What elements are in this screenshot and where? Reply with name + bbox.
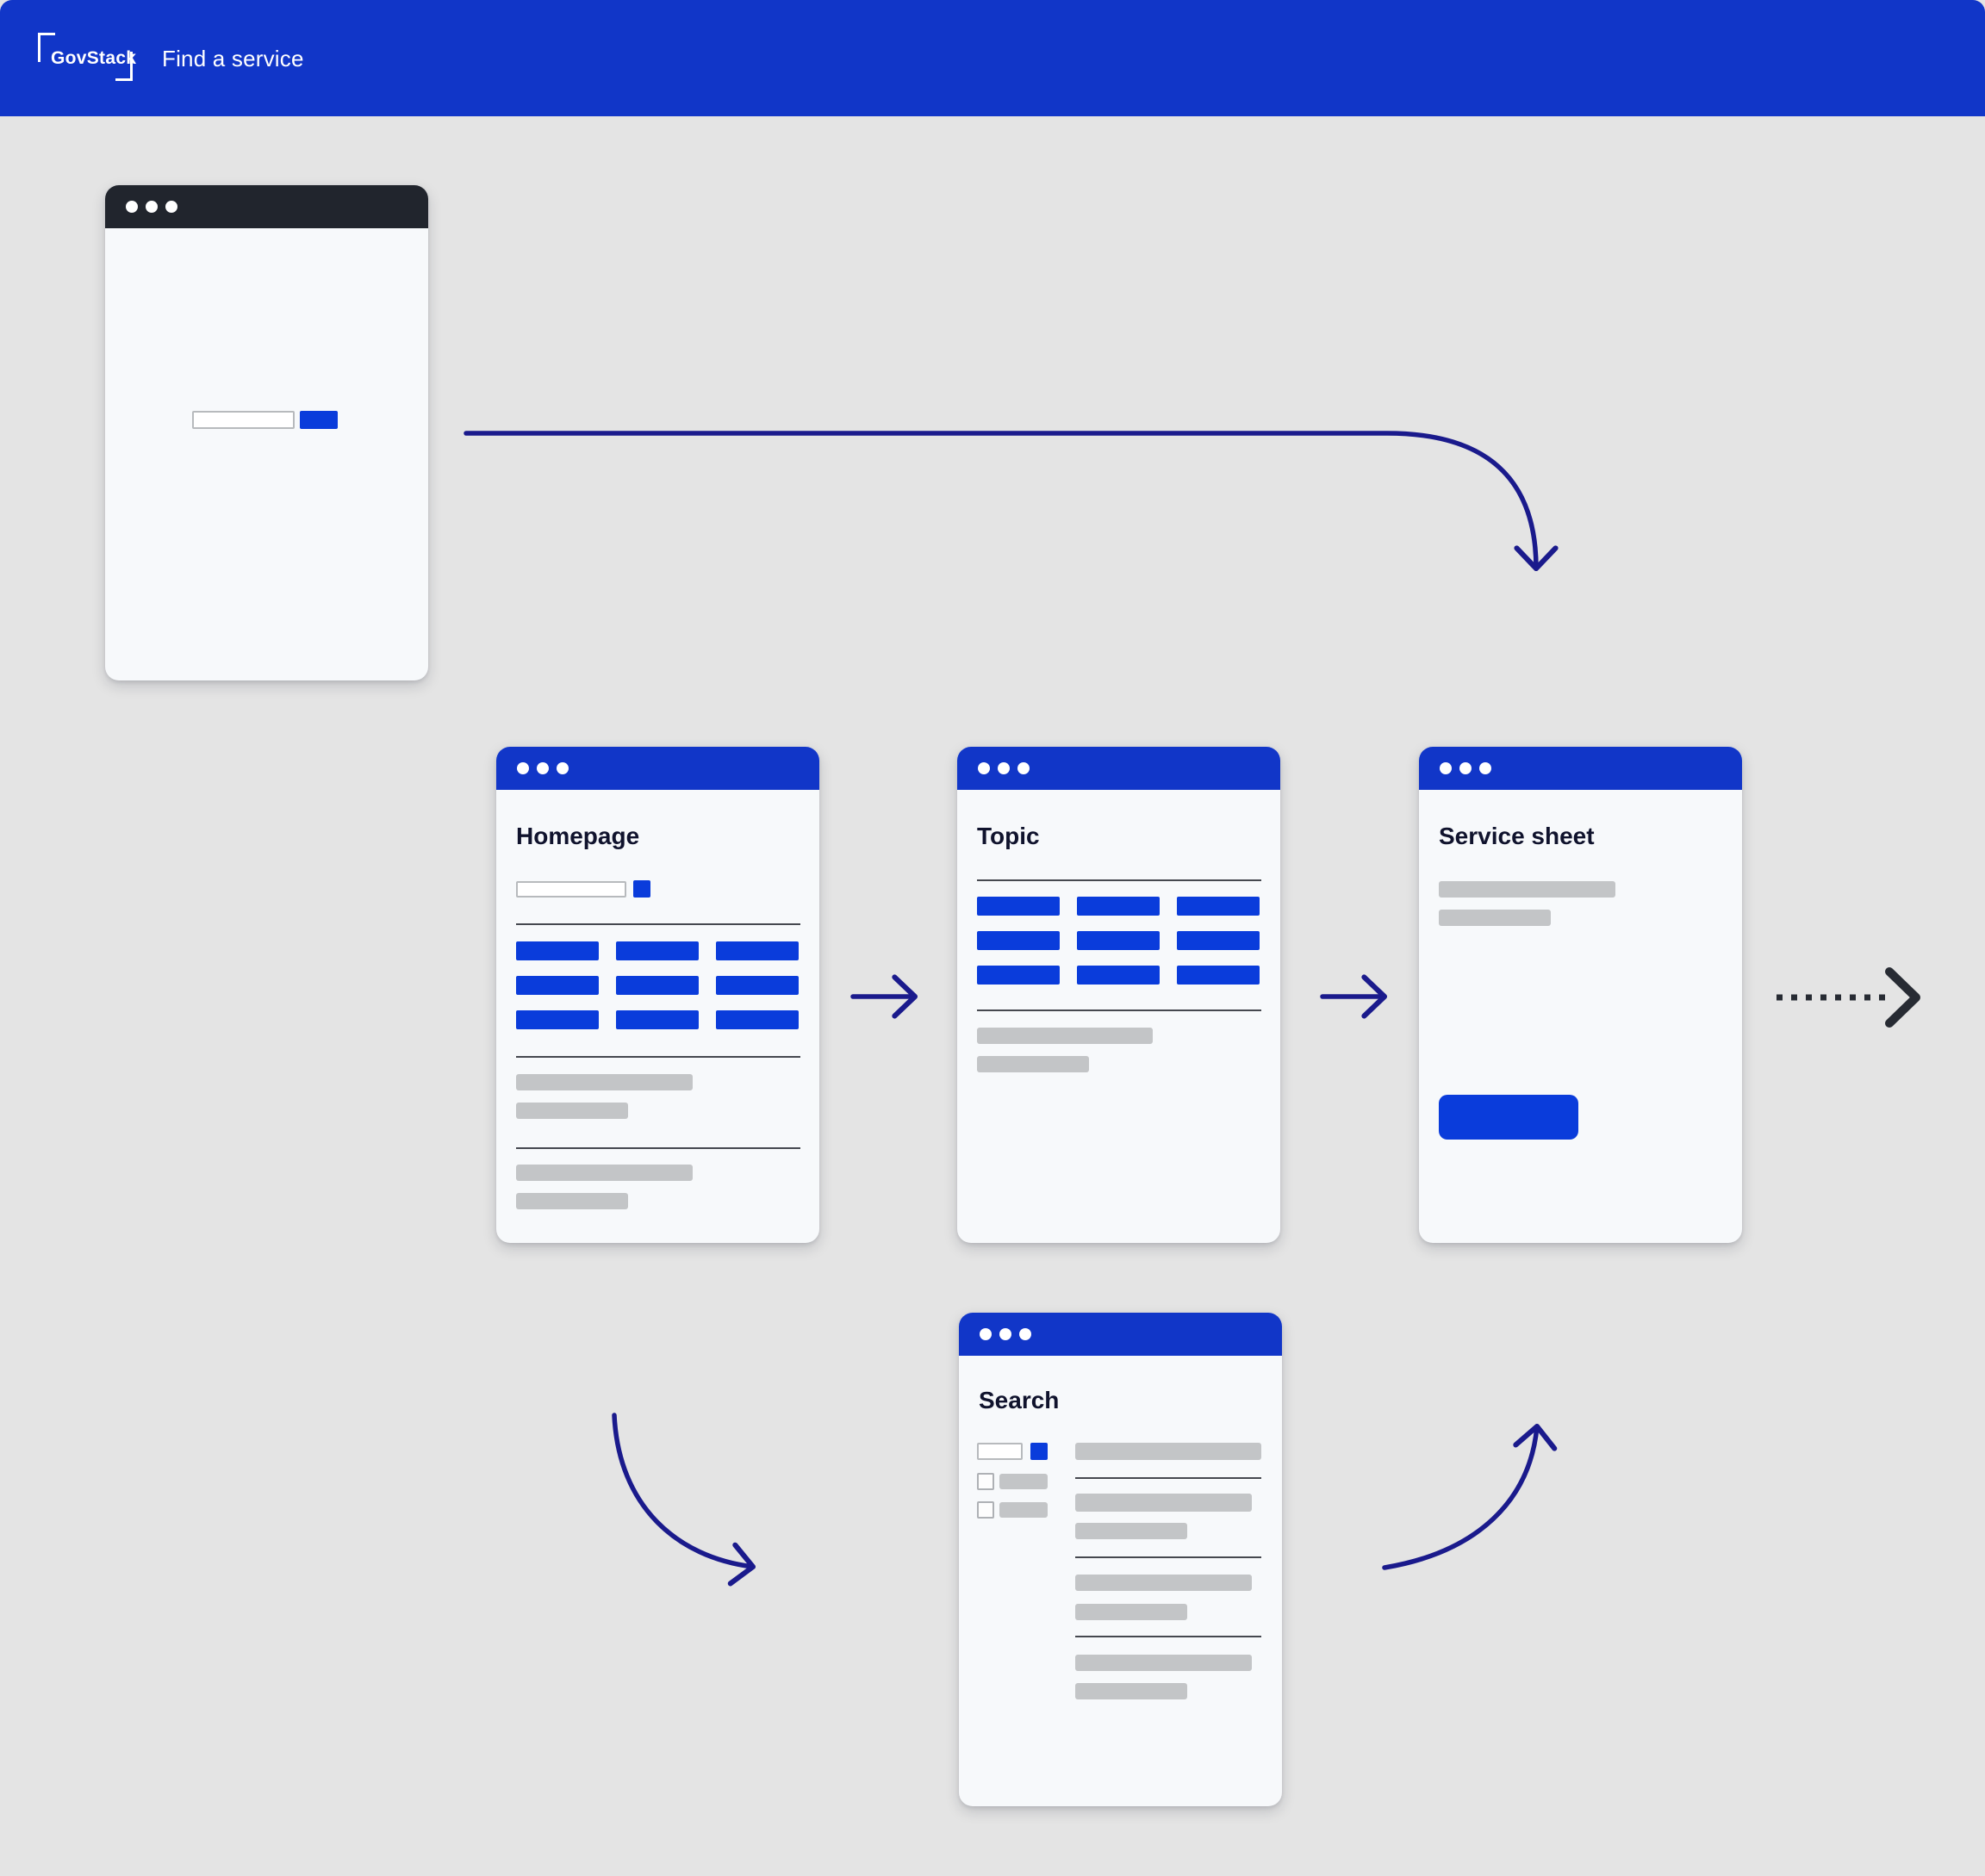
service-sheet-window: Service sheet [1419,747,1742,1243]
result-text-placeholder [1075,1604,1187,1620]
nav-tile [616,1010,699,1029]
nav-tile [977,931,1060,950]
dotted-arrow-head-icon [1885,967,1920,1028]
window-dot-icon [537,762,549,774]
window-dot-icon [557,762,569,774]
nav-tile [716,941,799,960]
result-text-placeholder [1075,1683,1187,1699]
window-title: Homepage [516,823,640,849]
nav-tile [516,976,599,995]
nav-tile-grid [516,941,799,1029]
start-window [105,185,428,680]
logo-bracket-bottom-right [115,52,133,81]
window-dot-icon [998,762,1010,774]
result-text-placeholder [1075,1523,1187,1539]
window-header [496,747,819,790]
window-header [1419,747,1742,790]
placeholder-text-bar [516,1074,693,1090]
window-dot-icon [999,1328,1011,1340]
window-dot-icon [1019,1328,1031,1340]
logo-text: GovStack [51,48,137,68]
nav-tile [1177,931,1260,950]
window-dot-icon [146,201,158,213]
arrow-search-to-service-sheet [1382,1423,1558,1570]
result-text-placeholder [1075,1655,1252,1671]
filter-label-placeholder [999,1502,1048,1518]
result-text-placeholder [1075,1575,1252,1591]
search-input-placeholder [192,411,295,429]
nav-tile-grid [977,897,1260,985]
arrow-start-to-service-sheet [464,431,1559,572]
result-heading-placeholder [1075,1443,1261,1460]
nav-tile [1077,966,1160,985]
placeholder-text-bar [977,1028,1153,1044]
nav-tile [1177,897,1260,916]
nav-tile [716,1010,799,1029]
nav-tile [977,897,1060,916]
divider [1075,1477,1261,1479]
window-header [105,185,428,228]
window-dot-icon [1440,762,1452,774]
nav-tile [516,1010,599,1029]
search-input-placeholder [516,881,626,898]
nav-tile [1077,931,1160,950]
divider [516,1147,800,1149]
app-header: GovStack Find a service [0,0,1985,116]
window-dot-icon [165,201,177,213]
govstack-logo: GovStack [38,33,137,81]
window-dot-icon [978,762,990,774]
divider [516,1056,800,1058]
divider [1075,1556,1261,1558]
topic-window: Topic [957,747,1280,1243]
window-dot-icon [517,762,529,774]
window-header [957,747,1280,790]
divider [516,923,800,925]
window-dot-icon [1479,762,1491,774]
divider [977,879,1261,881]
nav-tile [1077,897,1160,916]
nav-tile [977,966,1060,985]
divider [1075,1636,1261,1637]
placeholder-text-bar [977,1056,1089,1072]
window-dot-icon [1459,762,1472,774]
placeholder-text-bar [516,1193,628,1209]
cta-button-placeholder [1439,1095,1578,1140]
search-button-placeholder [300,411,338,429]
nav-tile [616,941,699,960]
nav-tile [516,941,599,960]
window-header [959,1313,1282,1356]
divider [977,1009,1261,1011]
filter-label-placeholder [999,1474,1048,1489]
placeholder-text-bar [1439,881,1615,898]
nav-tile [716,976,799,995]
result-text-placeholder [1075,1494,1252,1512]
window-dot-icon [980,1328,992,1340]
placeholder-text-bar [1439,910,1551,926]
search-button-placeholder [633,880,650,898]
placeholder-text-bar [516,1103,628,1119]
search-window: Search [959,1313,1282,1806]
search-input-placeholder [977,1443,1023,1460]
homepage-window: Homepage [496,747,819,1243]
placeholder-text-bar [516,1165,693,1181]
arrow-homepage-to-search [612,1413,756,1587]
search-button-placeholder [1030,1443,1048,1460]
filter-checkbox [977,1501,994,1519]
window-title: Service sheet [1439,823,1595,849]
nav-tile [1177,966,1260,985]
filter-checkbox [977,1473,994,1490]
nav-find-a-service[interactable]: Find a service [162,46,304,71]
logo-bracket-top-left [38,33,55,62]
window-title: Search [979,1387,1060,1413]
nav-tile [616,976,699,995]
window-dot-icon [126,201,138,213]
window-dot-icon [1017,762,1030,774]
window-title: Topic [977,823,1040,849]
